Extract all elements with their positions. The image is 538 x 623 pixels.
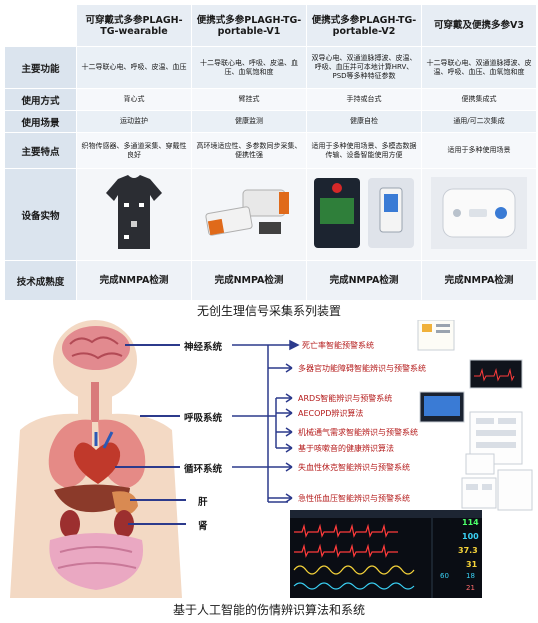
table-cell: 背心式: [76, 88, 192, 111]
table-cell: 双导心电、双通道脉搏波、皮温、呼吸、血压并可本地计算HRV、PSD等多种特征参数: [306, 46, 422, 89]
table-cell: 完成NMPA检测: [191, 260, 307, 301]
monitor-resp-value: 31: [466, 560, 478, 569]
table-row-function: 主要功能 十二导联心电、呼吸、皮温、血压 十二导联心电、呼吸、皮温、血压、血氧饱…: [4, 46, 537, 89]
table-row-features: 主要特点 织物传感器、多通道采集、穿戴性良好 高环境适应性、多参数同步采集、便携…: [4, 132, 537, 169]
right-kidney-icon: [114, 510, 134, 538]
integrated-device-image: [431, 177, 527, 249]
header-portable-v2: 便携式多参PLAGH-TG-portable-V2: [306, 4, 422, 47]
header-wearable: 可穿戴式多参PLAGH-TG-wearable: [76, 4, 192, 47]
table-row-device: 设备实物: [4, 168, 537, 261]
table-row-usage: 使用方式 背心式 臂挂式 手持或台式 便携集成式: [4, 88, 537, 111]
table-cell: 完成NMPA检测: [76, 260, 192, 301]
alg-mortality-warning: 死亡率智能预警系统: [302, 341, 374, 350]
monitor-value-a: 60: [440, 572, 449, 580]
system-neural: 神经系统: [184, 342, 223, 353]
alg-hemorrhagic-shock: 失血性休克智能辨识与预警系统: [298, 463, 410, 472]
table-cell: 健康监测: [191, 110, 307, 133]
table-cell: 十二导联心电、双通道脉搏波、皮温、呼吸、血压、血氧饱和度: [421, 46, 537, 89]
vest-device-image: [106, 175, 162, 249]
table-cell: 臂挂式: [191, 88, 307, 111]
row-label-maturity: 技术成熟度: [4, 260, 77, 301]
monitor-value-c: 21: [466, 584, 475, 592]
device-photo-v3: [421, 168, 537, 261]
brain-icon: [62, 326, 130, 370]
table-cell: 完成NMPA检测: [421, 260, 537, 301]
row-label-device: 设备实物: [4, 168, 77, 261]
header-v3: 可穿戴及便携多参V3: [421, 4, 537, 47]
table-caption: 无创生理信号采集系列装置: [196, 304, 341, 318]
device-photo-portable-v1: [191, 168, 307, 261]
table-cell: 织物传感器、多通道采集、穿戴性良好: [76, 132, 192, 169]
left-kidney-icon: [60, 510, 80, 538]
monitor-temp-value: 37.3: [458, 546, 478, 555]
alg-ards-warning: ARDS智能辨识与预警系统: [298, 394, 393, 403]
table-row-maturity: 技术成熟度 完成NMPA检测 完成NMPA检测 完成NMPA检测 完成NMPA检…: [4, 260, 537, 301]
table-cell: 运动监护: [76, 110, 192, 133]
alg-ventilation-need: 机械通气需求智能辨识与预警系统: [298, 428, 418, 437]
header-portable-v1: 便携式多参PLAGH-TG-portable-V1: [191, 4, 307, 47]
alg-mods-warning: 多器官功能障碍智能辨识与预警系统: [298, 364, 426, 373]
table-cell: 适用于多种使用场景、多模态数据传输、设备智能使用方便: [306, 132, 422, 169]
algorithm-tree: [232, 344, 288, 503]
table-cell: 手持或台式: [306, 88, 422, 111]
monitor-value-b: 18: [466, 572, 475, 580]
organ-connectors: [115, 344, 186, 525]
table-cell: 健康自检: [306, 110, 422, 133]
table-cell: 十二导联心电、呼吸、皮温、血压: [76, 46, 192, 89]
device-photo-portable-v2: [306, 168, 422, 261]
table-cell: 通用/可二次集成: [421, 110, 537, 133]
device-photo-wearable: [76, 168, 192, 261]
monitor-hr-value: 114: [462, 518, 479, 527]
system-respiratory: 呼吸系统: [184, 413, 223, 424]
system-circulatory: 循环系统: [184, 464, 223, 475]
table-cell: 高环境适应性、多参数同步采集、便携性强: [191, 132, 307, 169]
armband-device-image: [205, 189, 289, 236]
algorithm-arrows: [268, 339, 300, 503]
table-cell: 便携集成式: [421, 88, 537, 111]
device-spec-table: 可穿戴式多参PLAGH-TG-wearable 便携式多参PLAGH-TG-po…: [4, 4, 537, 301]
alg-aecopd: AECOPD辨识算法: [298, 409, 364, 418]
handheld-device-image: [314, 178, 414, 248]
report-thumbnails: [417, 320, 533, 511]
alg-acute-hypotension: 急性低血压智能辨识与预警系统: [298, 494, 410, 503]
table-header-row: 可穿戴式多参PLAGH-TG-wearable 便携式多参PLAGH-TG-po…: [4, 4, 537, 47]
table-corner: [4, 4, 77, 47]
intestines-icon: [49, 533, 144, 590]
monitor-spo2-value: 100: [462, 532, 479, 541]
injury-recognition-diagram: 神经系统 呼吸系统 循环系统 肝 肾 死亡率智能预警系统 多器官功能障碍智能辨识…: [0, 320, 538, 598]
row-label-function: 主要功能: [4, 46, 77, 89]
table-cell: 适用于多种使用场景: [421, 132, 537, 169]
table-row-scenario: 使用场景 运动监护 健康监测 健康自检 通用/可二次集成: [4, 110, 537, 133]
monitor-waveforms: [293, 523, 415, 590]
organ-liver: 肝: [198, 497, 208, 508]
row-label-usage: 使用方式: [4, 88, 77, 111]
row-label-scenario: 使用场景: [4, 110, 77, 133]
organ-kidney: 肾: [198, 521, 208, 532]
heart-icon: [73, 431, 121, 484]
diagram-caption: 基于人工智能的伤情辨识算法和系统: [172, 603, 365, 617]
row-label-features: 主要特点: [4, 132, 77, 169]
diagram-graphics: [10, 320, 533, 598]
stomach-icon: [112, 491, 138, 515]
liver-icon: [54, 484, 130, 513]
alg-cough-sound: 基于咳嗽音的健康辨识算法: [298, 444, 394, 453]
table-cell: 完成NMPA检测: [306, 260, 422, 301]
table-cell: 十二导联心电、呼吸、皮温、血压、血氧饱和度: [191, 46, 307, 89]
patient-monitor: [290, 510, 482, 598]
